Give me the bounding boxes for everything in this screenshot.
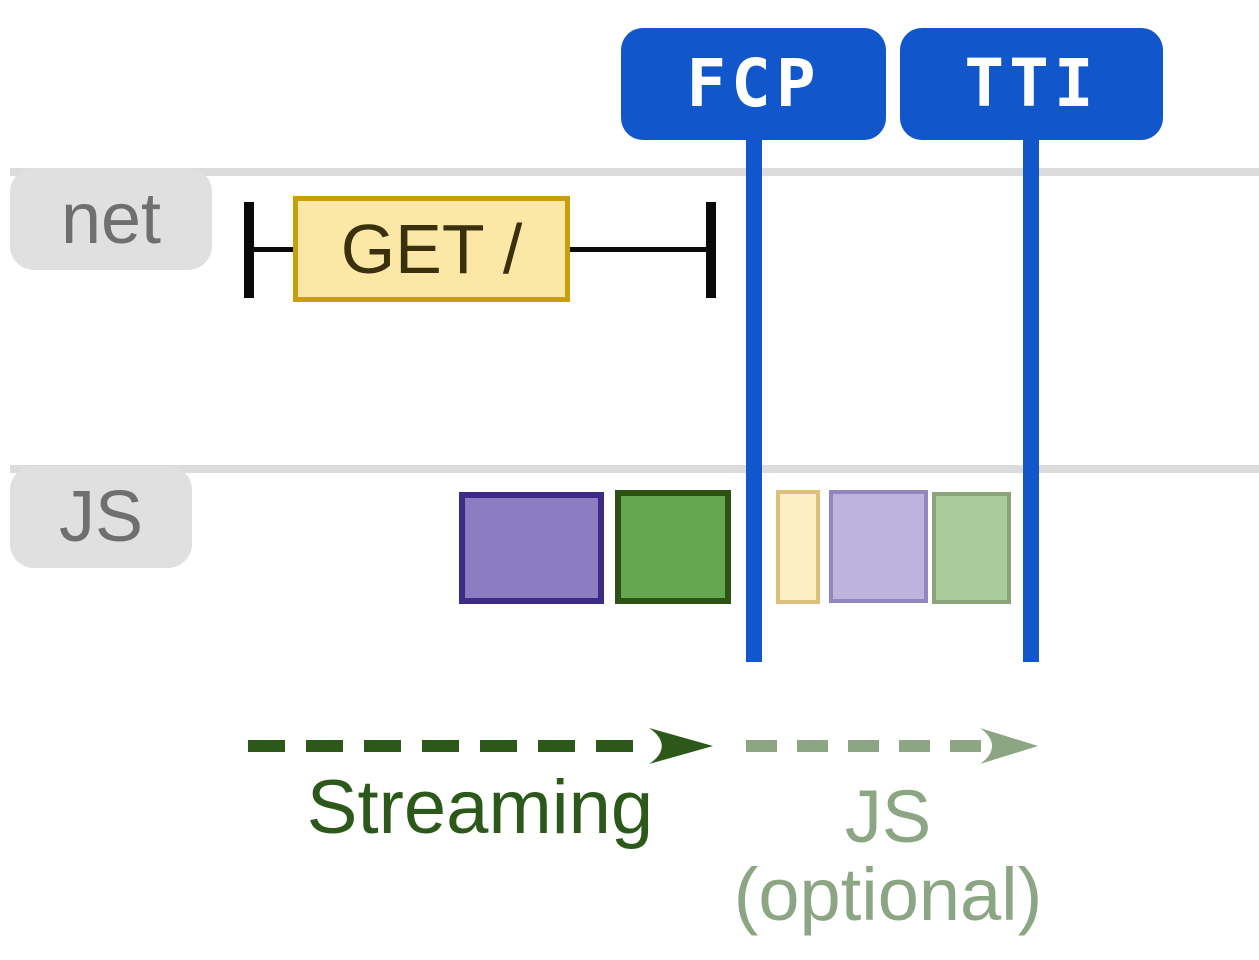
js-track-tab: JS xyxy=(10,466,192,568)
tti-marker-line xyxy=(1023,130,1039,662)
js-blocks-row xyxy=(459,490,1011,604)
js-track-line xyxy=(10,465,1259,473)
js-block-solid-green xyxy=(615,490,731,604)
streaming-arrowhead-icon xyxy=(649,728,713,764)
request-right-connector xyxy=(568,247,710,252)
fcp-badge-label: FCP xyxy=(686,45,821,122)
request-end-tick xyxy=(706,202,716,298)
tti-badge: TTI xyxy=(900,28,1163,140)
js-optional-label: JS xyxy=(844,775,932,858)
streaming-label: Streaming xyxy=(306,765,654,850)
request-left-connector xyxy=(252,247,296,252)
fcp-marker-line xyxy=(746,130,762,662)
net-track-line xyxy=(10,168,1259,176)
net-track-label: net xyxy=(60,179,162,259)
js-block-faded-yellow xyxy=(776,490,820,604)
net-track-tab: net xyxy=(10,168,212,270)
js-optional-arrowhead-icon xyxy=(980,728,1038,764)
request-start-tick xyxy=(244,202,254,298)
fcp-badge: FCP xyxy=(621,28,886,140)
network-request-label: GET / xyxy=(340,210,523,288)
streaming-arrow xyxy=(248,728,713,764)
js-block-faded-lavender xyxy=(829,490,928,603)
network-request-box: GET / xyxy=(293,196,570,302)
js-block-solid-purple xyxy=(459,492,604,604)
js-optional-sublabel: (optional) xyxy=(733,853,1043,936)
tti-badge-label: TTI xyxy=(964,45,1099,122)
js-block-faded-green xyxy=(932,492,1011,604)
js-optional-arrow xyxy=(746,728,1038,764)
js-track-label: JS xyxy=(58,477,144,557)
